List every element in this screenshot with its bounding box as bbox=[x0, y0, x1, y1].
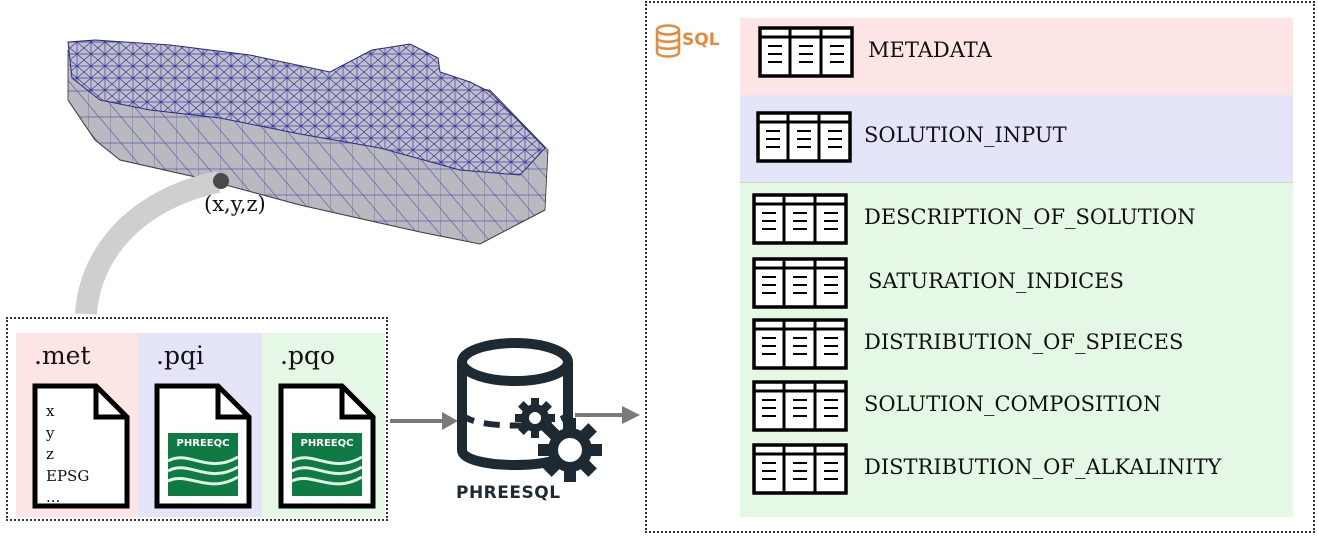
input-files-group: .met x y z EPSG ... .pqi PHREEQC .pqo bbox=[6, 317, 388, 521]
document-icon bbox=[32, 383, 130, 509]
phreeqc-document-icon: PHREEQC bbox=[278, 383, 376, 509]
table-icon bbox=[752, 257, 848, 309]
table-icon bbox=[752, 443, 848, 495]
sql-database-icon bbox=[655, 24, 681, 58]
pqo-file-panel: .pqo PHREEQC bbox=[262, 333, 385, 517]
table-name: DISTRIBUTION_OF_SPIECES bbox=[864, 330, 1184, 354]
table-icon bbox=[752, 380, 848, 432]
table-icon bbox=[758, 26, 854, 78]
met-extension: .met bbox=[34, 341, 91, 370]
small-gear-icon bbox=[515, 398, 555, 438]
arrowhead bbox=[622, 406, 640, 424]
table-name: SOLUTION_INPUT bbox=[864, 123, 1067, 147]
table-icon bbox=[752, 193, 848, 245]
phreesql-label: PHREESQL bbox=[456, 483, 561, 503]
phreesql-database-icon bbox=[457, 338, 602, 482]
pqo-extension: .pqo bbox=[280, 341, 336, 370]
pqi-file-panel: .pqi PHREEQC bbox=[138, 333, 262, 517]
phreeqc-logo-text: PHREEQC bbox=[177, 438, 230, 449]
met-line: x bbox=[46, 402, 55, 420]
aquifer-mesh: (x,y,z) bbox=[0, 0, 620, 320]
sql-database-box bbox=[645, 1, 1315, 533]
met-content: x y z EPSG ... bbox=[46, 401, 89, 509]
sql-logo-text: SQL bbox=[682, 30, 720, 50]
table-name: METADATA bbox=[868, 38, 992, 62]
arrowhead bbox=[442, 412, 458, 430]
table-name: SATURATION_INDICES bbox=[868, 269, 1124, 293]
table-name: DISTRIBUTION_OF_ALKALINITY bbox=[864, 455, 1222, 479]
table-icon bbox=[752, 318, 848, 370]
phreeqc-logo-text: PHREEQC bbox=[301, 438, 354, 449]
met-file-panel: .met x y z EPSG ... bbox=[16, 333, 139, 517]
met-line: y bbox=[46, 423, 55, 442]
pqi-extension: .pqi bbox=[156, 341, 204, 370]
mesh-drawing bbox=[67, 39, 549, 316]
met-line: ... bbox=[46, 488, 61, 506]
met-line: EPSG bbox=[46, 466, 90, 485]
table-icon bbox=[756, 111, 852, 163]
phreeqc-document-icon: PHREEQC bbox=[154, 383, 252, 509]
table-name: DESCRIPTION_OF_SOLUTION bbox=[864, 205, 1196, 229]
met-line: z bbox=[46, 445, 54, 463]
point-coordinates-label: (x,y,z) bbox=[204, 192, 266, 216]
table-name: SOLUTION_COMPOSITION bbox=[864, 392, 1162, 416]
large-gear-icon bbox=[538, 418, 602, 482]
